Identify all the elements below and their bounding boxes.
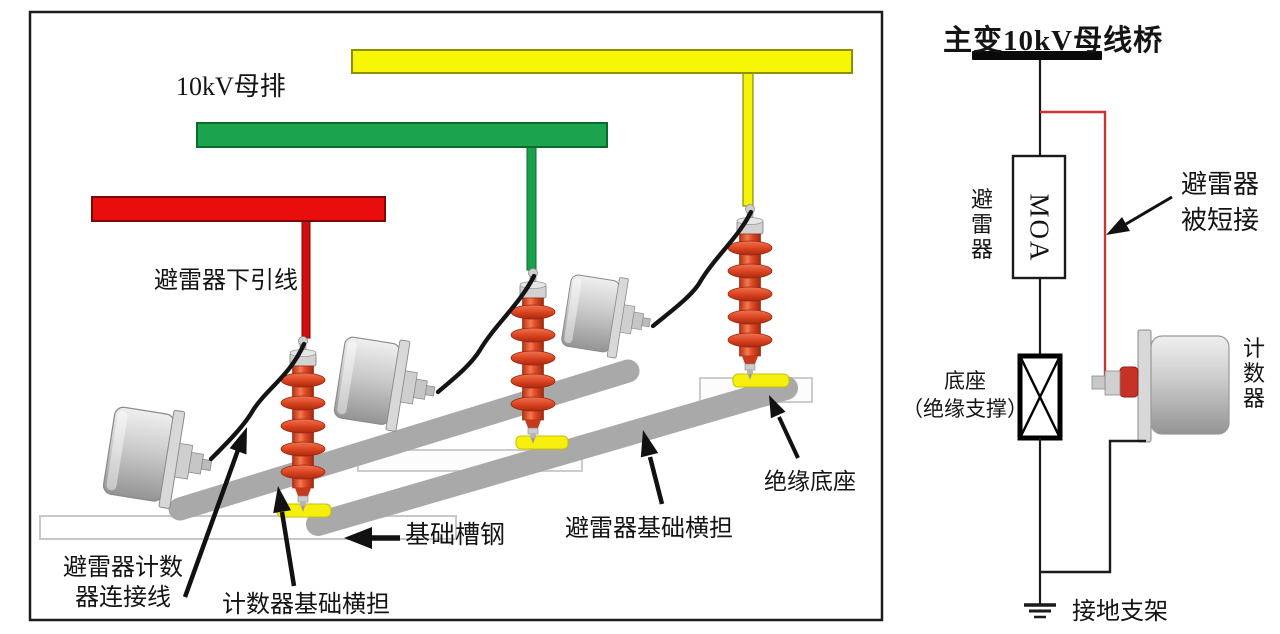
left-panel-illustration <box>28 10 884 622</box>
busbar-red <box>91 196 386 222</box>
label-arrester-shorted-line2: 被短接 <box>1180 206 1259 236</box>
schematic-counter-device <box>1091 329 1230 443</box>
label-counter-crossarm: 计数器基础横担 <box>222 592 390 618</box>
label-insulating-support-line2: （绝缘支撑） <box>902 396 1028 421</box>
busbar-yellow <box>351 49 853 74</box>
arrow-counter-wire-icon <box>182 427 247 598</box>
schematic-counter-ground-wire <box>1041 439 1146 574</box>
short-circuit-link-line <box>1040 110 1107 380</box>
label-insulating-base: 绝缘底座 <box>764 469 856 494</box>
label-channel-steel: 基础槽钢 <box>405 522 506 549</box>
label-arrester-down-lead: 避雷器下引线 <box>154 268 298 294</box>
ground-symbol-icon <box>1024 603 1056 619</box>
counter-crossarm-rail <box>168 359 640 521</box>
label-10kv-busbar: 10kV母排 <box>176 72 286 101</box>
label-arrester-shorted-line1: 避雷器 <box>1180 170 1259 199</box>
label-arrester-vertical: 避雷器 <box>970 187 993 262</box>
label-counter-connecting-wire-line2: 器连接线 <box>75 585 171 612</box>
insulating-base-3 <box>732 373 790 388</box>
busbar-stem-green <box>526 144 537 271</box>
arrow-channel-steel-icon <box>344 527 400 549</box>
moa-box <box>1011 154 1067 280</box>
insulating-support-box <box>1017 353 1063 441</box>
label-moa: MOA <box>1024 193 1055 263</box>
counter-connecting-wire-3 <box>650 209 754 329</box>
label-counter-connecting-wire-line1: 避雷器计数 <box>63 555 183 581</box>
schematic-busbar <box>972 51 1102 60</box>
label-arrester-crossarm: 避雷器基础横担 <box>565 516 733 542</box>
arrester-crossarm-rail <box>306 376 798 536</box>
arrow-shorted-icon <box>1106 195 1173 235</box>
right-panel-schematic <box>972 51 1230 619</box>
counter-connecting-wire-2 <box>435 273 537 395</box>
label-insulating-support-line1: 底座 <box>944 369 986 393</box>
label-insulating-support: 底座 （绝缘支撑） <box>901 368 1029 423</box>
schematic-title: 主变10kV母线桥 <box>943 25 1164 57</box>
busbar-stem-red <box>301 219 311 339</box>
label-counter-vertical: 计数器 <box>1242 336 1265 411</box>
label-ground-bracket: 接地支架 <box>1072 599 1168 625</box>
label-counter-connecting-wire: 避雷器计数 器连接线 <box>53 553 193 614</box>
arrow-counter-crossarm-icon <box>273 486 297 587</box>
insulating-base-2 <box>515 435 569 450</box>
arrow-arrester-crossarm-icon <box>640 430 665 505</box>
arrow-insulating-base-icon <box>769 395 800 459</box>
busbar-stem-yellow <box>742 70 754 207</box>
label-arrester-shorted: 避雷器 被短接 <box>1175 167 1265 240</box>
busbar-green <box>196 122 608 148</box>
counter-red-coupling <box>1119 366 1139 398</box>
counter-connecting-wire-1 <box>208 341 307 462</box>
